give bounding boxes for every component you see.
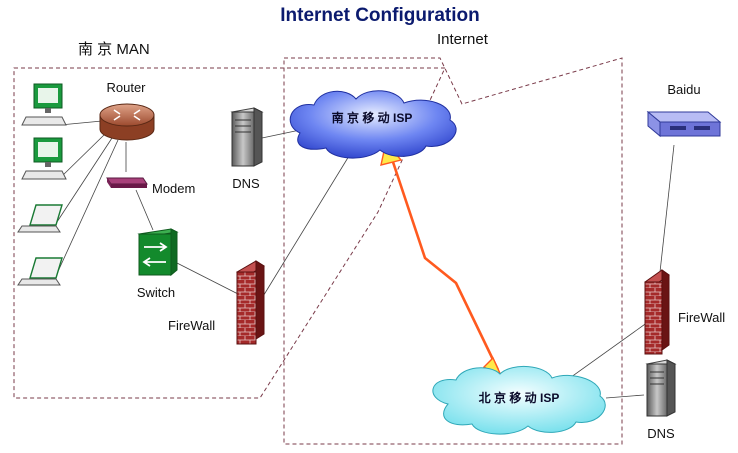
laptop-icon: [17, 257, 63, 286]
connection-lines: [54, 120, 675, 399]
server-icon: [230, 107, 264, 167]
isp-beijing-label: 北 京 移 动 ISP: [479, 390, 560, 405]
diagram-title: Internet Configuration: [280, 5, 479, 26]
internet-region-label: Internet: [437, 31, 489, 48]
router-icon: [99, 103, 155, 141]
cloud-icon: [432, 365, 606, 435]
internet-region-border: [283, 57, 623, 445]
server-icon: [645, 359, 677, 417]
modem-label: Modem: [152, 181, 195, 196]
switch-icon: [137, 228, 179, 277]
rack-server-icon: [646, 110, 722, 138]
desktop-computer-icon: [21, 83, 67, 126]
man-region-border: [13, 67, 446, 399]
firewall-right-label: FireWall: [678, 310, 725, 325]
isp-link: [387, 149, 500, 371]
dns-left-label: DNS: [232, 176, 260, 191]
dns-right-label: DNS: [647, 426, 675, 441]
isp-nanjing-label: 南 京 移 动 ISP: [332, 110, 413, 125]
firewall-icon: [236, 260, 265, 345]
cloud-icon: [289, 90, 457, 159]
router-label: Router: [106, 80, 146, 95]
man-region-label: 南 京 MAN: [78, 41, 150, 58]
modem-icon: [106, 177, 148, 188]
firewall-left-label: FireWall: [168, 318, 215, 333]
baidu-label: Baidu: [667, 82, 700, 97]
firewall-icon: [644, 269, 670, 355]
laptop-icon: [17, 204, 63, 233]
desktop-computer-icon: [21, 137, 67, 180]
switch-label: Switch: [137, 285, 175, 300]
